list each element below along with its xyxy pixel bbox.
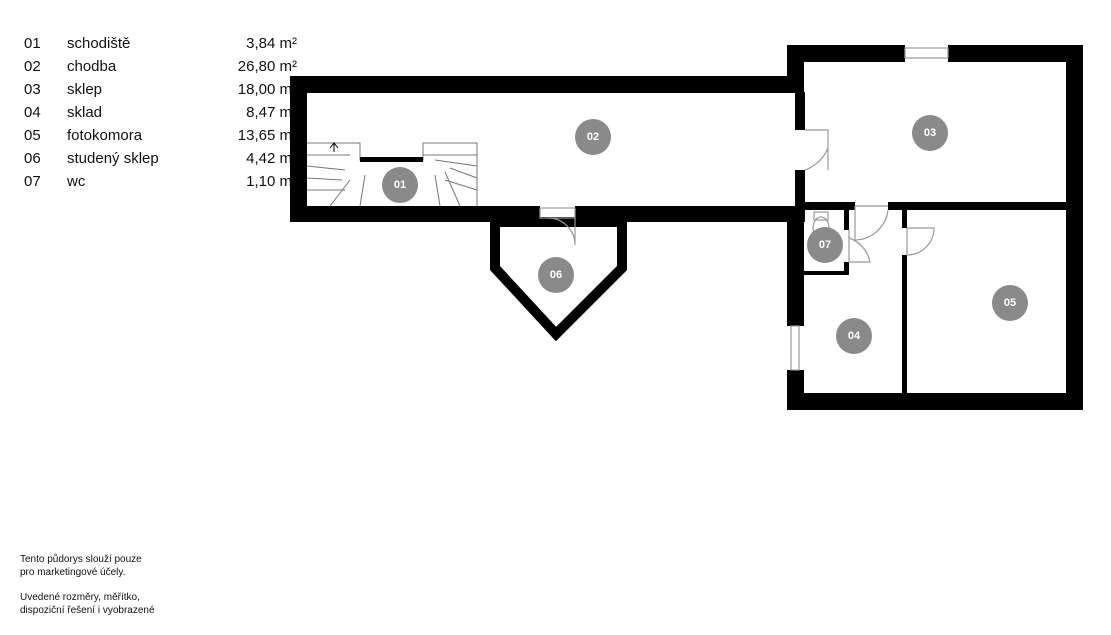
room-markers: 01 02 03 04 05 06 07 (382, 115, 1028, 354)
room-legend: 01 schodiště 3,84 m² 02 chodba 26,80 m² 03 sk… (24, 32, 297, 193)
svg-text:06: 06 (550, 269, 562, 281)
room-marker-05: 05 (992, 285, 1028, 321)
room-number: 07 (24, 173, 41, 190)
room-name: fotokomora (67, 127, 143, 144)
room-marker-06: 06 (538, 257, 574, 293)
room-area: 8,47 m² (246, 104, 297, 121)
note-line: Uvedené rozměry, měřítko, (20, 592, 140, 603)
room-area: 4,42 m² (246, 150, 297, 167)
note-line: Tento půdorys slouží pouze (20, 554, 142, 565)
room-area: 3,84 m² (246, 35, 297, 52)
svg-text:02: 02 (587, 131, 599, 143)
room-area: 26,80 m² (237, 58, 297, 75)
svg-text:03: 03 (924, 127, 936, 139)
room-area: 13,65 m² (237, 127, 297, 144)
walls (290, 45, 1083, 410)
legend-row: 01 schodiště 3,84 m² (24, 32, 297, 55)
note-line: dispoziční řešení i vyobrazené (20, 605, 155, 616)
legend-row: 07 wc 1,10 m² (24, 170, 297, 193)
room-marker-03: 03 (912, 115, 948, 151)
staircase (306, 142, 478, 207)
room-name: wc (67, 173, 86, 190)
legend-row: 04 sklad 8,47 m² (24, 101, 297, 124)
legend-row: 06 studený sklep 4,42 m² (24, 147, 297, 170)
room-number: 03 (24, 81, 41, 98)
room-number: 05 (24, 127, 41, 144)
svg-text:07: 07 (819, 239, 831, 251)
room-marker-04: 04 (836, 318, 872, 354)
note-line: pro marketingové účely. (20, 567, 126, 578)
room-name: chodba (67, 58, 117, 75)
room-name: schodiště (67, 35, 131, 52)
room-number: 01 (24, 35, 41, 52)
cold-cellar-walls (490, 217, 627, 342)
svg-text:04: 04 (848, 330, 861, 342)
svg-text:01: 01 (394, 179, 406, 191)
room-name: sklep (67, 81, 103, 98)
room-number: 06 (24, 150, 41, 167)
room-number: 04 (24, 104, 41, 121)
room-marker-01: 01 (382, 167, 418, 203)
room-name: sklad (67, 104, 103, 121)
room-marker-07: 07 (807, 227, 843, 263)
legend-row: 03 sklep 18,00 m² (24, 78, 297, 101)
room-name: studený sklep (67, 150, 159, 167)
svg-text:05: 05 (1004, 297, 1016, 309)
room-area: 1,10 m² (246, 173, 297, 190)
disclaimer-note: Tento půdorys slouží pouze pro marketingo… (20, 553, 220, 629)
room-area: 18,00 m² (237, 81, 297, 98)
room-marker-02: 02 (575, 119, 611, 155)
legend-row: 02 chodba 26,80 m² (24, 55, 297, 78)
room-number: 02 (24, 58, 41, 75)
doors-windows (539, 47, 949, 371)
legend-row: 05 fotokomora 13,65 m² (24, 124, 297, 147)
